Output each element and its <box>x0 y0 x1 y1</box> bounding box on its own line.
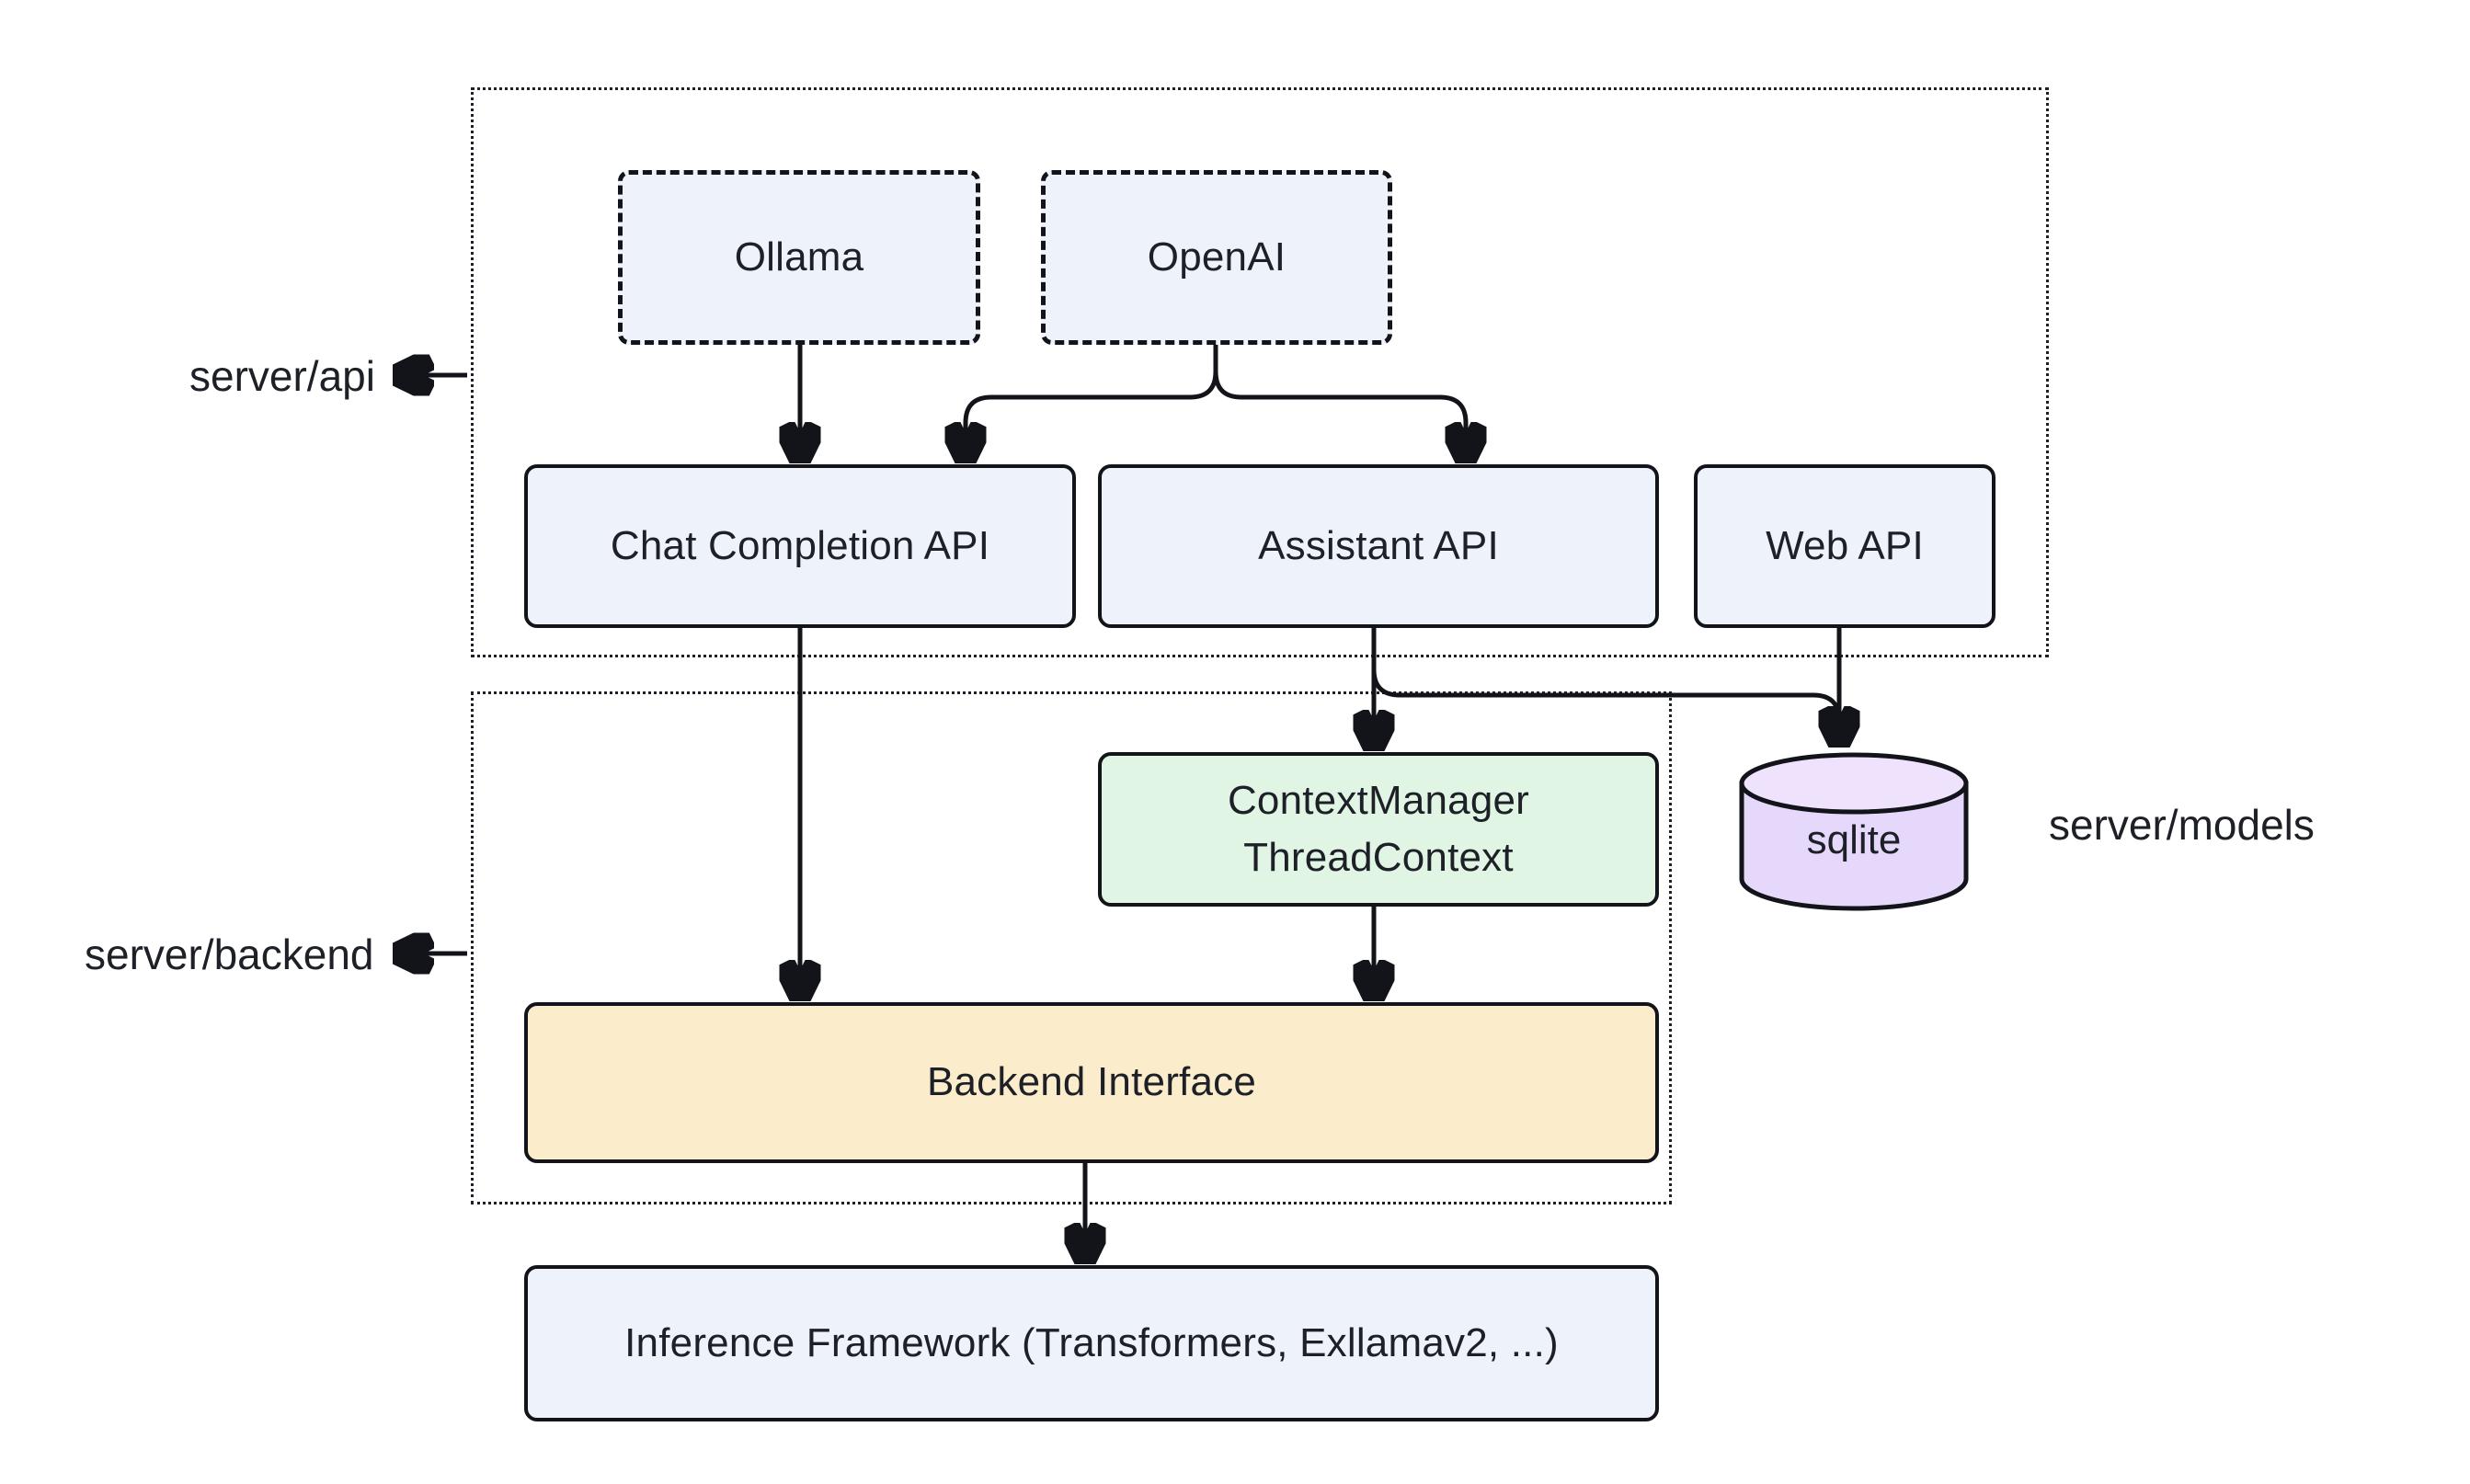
node-web-api-label: Web API <box>1766 522 1924 568</box>
node-openai-label: OpenAI <box>1147 234 1286 280</box>
node-web-api[interactable]: Web API <box>1694 464 1995 628</box>
label-server-api: server/api <box>189 351 375 401</box>
label-server-models-text: server/models <box>2049 801 2315 849</box>
group-server-backend <box>471 691 1672 1204</box>
node-backend-interface-label: Backend Interface <box>926 1059 1257 1105</box>
node-inference-framework-label: Inference Framework (Transformers, Exlla… <box>624 1319 1559 1365</box>
node-context-manager-line2: ThreadContext <box>1243 835 1514 880</box>
node-assistant-api-label: Assistant API <box>1258 522 1499 568</box>
node-ollama-label: Ollama <box>734 234 864 280</box>
node-chat-completion-api[interactable]: Chat Completion API <box>524 464 1076 628</box>
node-chat-completion-api-label: Chat Completion API <box>610 522 990 568</box>
node-sqlite[interactable]: sqlite <box>1738 752 1970 911</box>
node-context-manager[interactable]: ContextManager ThreadContext <box>1098 752 1659 907</box>
node-backend-interface[interactable]: Backend Interface <box>524 1002 1659 1163</box>
node-inference-framework[interactable]: Inference Framework (Transformers, Exlla… <box>524 1265 1659 1421</box>
node-context-manager-line1: ContextManager <box>1227 777 1530 823</box>
label-server-models: server/models <box>2049 800 2315 850</box>
node-assistant-api[interactable]: Assistant API <box>1098 464 1659 628</box>
group-server-api <box>471 87 2049 657</box>
node-openai[interactable]: OpenAI <box>1041 170 1392 345</box>
label-server-backend-text: server/backend <box>85 930 374 978</box>
node-ollama[interactable]: Ollama <box>618 170 980 345</box>
label-server-api-text: server/api <box>189 352 375 400</box>
label-server-backend: server/backend <box>85 930 374 979</box>
